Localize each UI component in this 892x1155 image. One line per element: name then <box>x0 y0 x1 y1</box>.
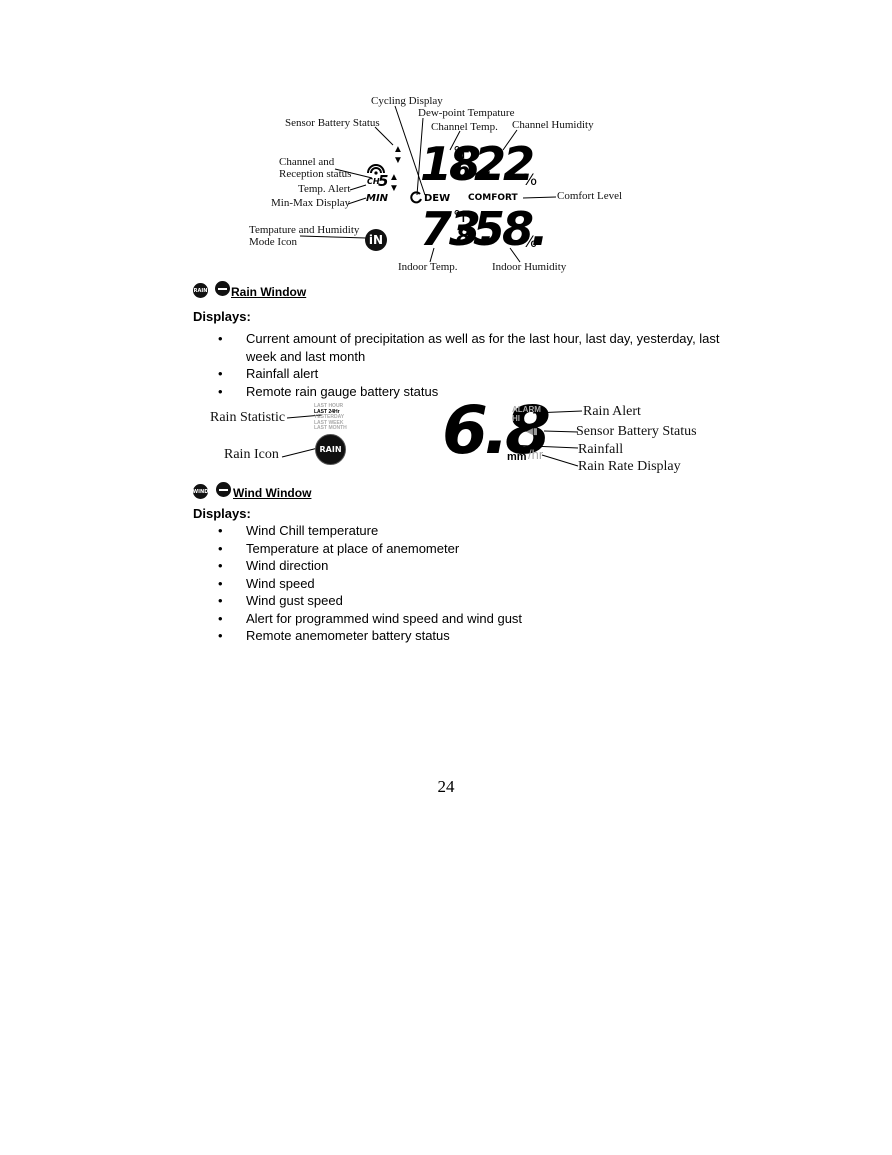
temp-alert-label: Temp. Alert <box>298 183 351 195</box>
rain-stat-item: YESTERDAY <box>314 414 345 421</box>
battery-indicator-icon: ◀▮ <box>526 426 538 436</box>
list-item: Current amount of precipitation as well … <box>218 330 726 365</box>
rain-stat-item: LAST WEEK <box>314 419 344 426</box>
comfort-level-label: Comfort Level <box>557 190 623 202</box>
rain-knob-icon <box>215 281 230 296</box>
rain-leader-lines <box>281 410 583 467</box>
indoor-temp-decimal: 8 <box>456 225 471 250</box>
indoor-humidity-label: Indoor Humidity <box>492 261 567 273</box>
alarm-indicator: ALARM <box>512 405 541 414</box>
dew-point-label: Dew-point Tempature <box>418 107 515 119</box>
rain-rate-label: Rain Rate Display <box>578 459 681 474</box>
channel-temp-label: Channel Temp. <box>431 121 498 133</box>
list-item: Remote rain gauge battery status <box>218 383 726 401</box>
sensor-battery-label: Sensor Battery Status <box>285 117 380 129</box>
list-item: Rainfall alert <box>218 365 726 383</box>
rain-icon: RAIN <box>315 434 346 465</box>
list-item: Wind gust speed <box>218 592 726 610</box>
min-indicator: MIN <box>366 193 389 204</box>
channel-reception-label-2: Reception status <box>279 168 352 180</box>
rain-stat-item-active: LAST 24Hr <box>314 408 340 415</box>
rain-value: 6.8 <box>442 392 551 469</box>
dew-indicator: DEW <box>424 193 451 204</box>
mode-icon-label-2: Mode Icon <box>249 236 297 248</box>
list-item: Wind speed <box>218 575 726 593</box>
rain-statistic-label: Rain Statistic <box>210 410 286 425</box>
minmax-label: Min-Max Display <box>271 197 351 209</box>
channel-reception-label-1: Channel and <box>279 156 335 168</box>
list-item: Alert for programmed wind speed and wind… <box>218 610 726 628</box>
battery-icon: ▲▼ <box>393 144 403 166</box>
indoor-humidity-value: 58. <box>473 202 548 256</box>
rain-window-heading: Rain Window <box>231 285 307 299</box>
page-number: 24 <box>437 777 455 796</box>
list-item: Wind Chill temperature <box>218 522 726 540</box>
hi-indicator: HI <box>512 414 520 423</box>
temp-alert-icon: ▲▼ <box>389 172 399 194</box>
rain-icon-label: Rain Icon <box>224 447 279 462</box>
channel-temp-value: 18. <box>420 137 495 191</box>
list-item: Remote anemometer battery status <box>218 627 726 645</box>
wind-displays-label: Displays: <box>193 506 251 521</box>
rain-displays-label: Displays: <box>193 309 251 324</box>
cycling-display-label: Cycling Display <box>371 95 443 107</box>
reception-icon <box>367 164 385 175</box>
lcd-leader-lines <box>299 105 557 263</box>
rain-button-icon: RAIN <box>193 283 208 298</box>
rain-stat-item: LAST HOUR <box>314 403 344 409</box>
channel-indicator: CH <box>367 177 380 186</box>
rain-stat-list: LAST HOUR LAST 24Hr YESTERDAY LAST WEEK … <box>314 403 347 432</box>
rain-stat-item: LAST MONTH <box>314 425 347 432</box>
indoor-temp-label: Indoor Temp. <box>398 261 458 273</box>
rain-bullet-list: Current amount of precipitation as well … <box>218 330 726 400</box>
list-item: Temperature at place of anemometer <box>218 540 726 558</box>
indoor-mode-icon: iN <box>365 229 387 251</box>
wind-window-heading: Wind Window <box>233 486 312 500</box>
cycling-icon <box>410 191 422 204</box>
mode-icon-label-1: Tempature and Humidity <box>249 224 360 236</box>
channel-humidity-unit: % <box>522 170 538 189</box>
sensor-battery-status-label: Sensor Battery Status <box>576 424 697 439</box>
wind-knob-icon <box>216 482 231 497</box>
rain-unit: mm <box>507 451 527 463</box>
channel-number: 5 <box>378 172 389 190</box>
indoor-humidity-unit: % <box>522 232 538 251</box>
rain-alert-label: Rain Alert <box>583 404 641 419</box>
channel-humidity-label: Channel Humidity <box>512 119 594 131</box>
channel-temp-decimal: 6 <box>455 158 470 183</box>
indoor-temp-unit: °F <box>453 207 471 226</box>
rain-rate-unit: /hr <box>528 447 544 462</box>
wind-button-icon: WIND <box>193 484 208 499</box>
wind-bullet-list: Wind Chill temperature Temperature at pl… <box>218 522 726 645</box>
list-item: Wind direction <box>218 557 726 575</box>
rainfall-label: Rainfall <box>578 442 624 457</box>
indoor-temp-value: 73. <box>420 202 495 256</box>
channel-humidity-value: 22 <box>474 137 535 191</box>
channel-temp-unit: °F <box>453 143 471 162</box>
comfort-indicator: COMFORT <box>468 193 518 203</box>
